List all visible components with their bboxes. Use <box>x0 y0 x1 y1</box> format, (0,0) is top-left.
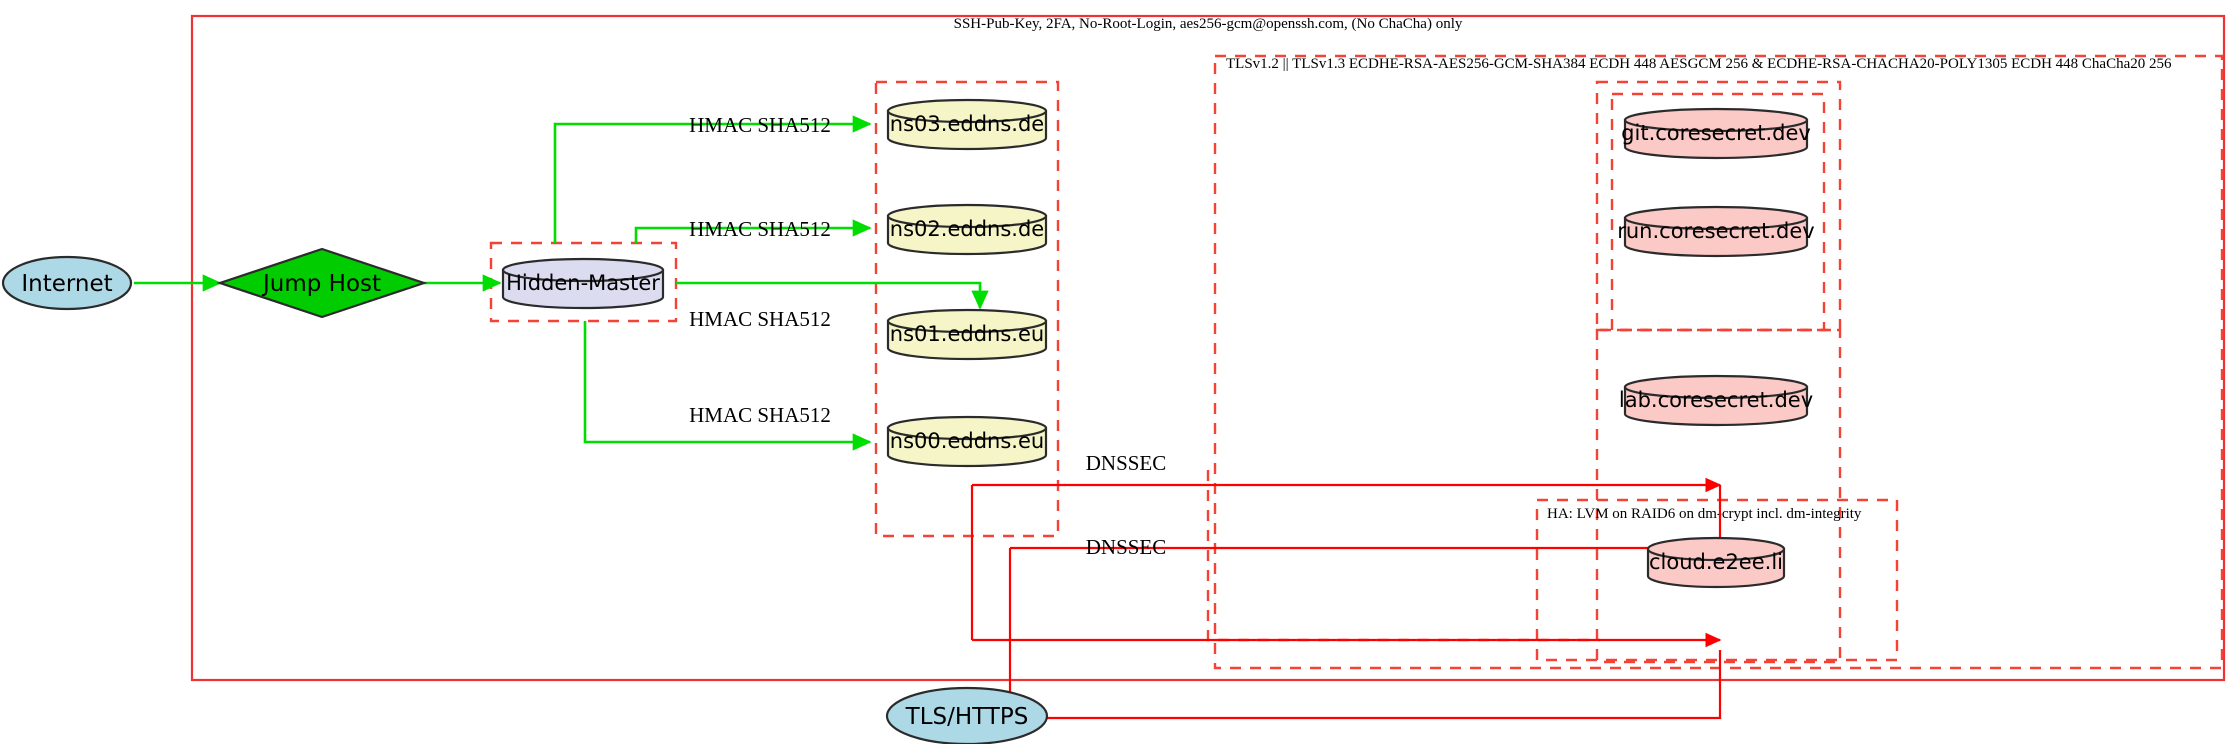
node-lab-coresecret[interactable]: lab.coresecret.dev <box>1619 374 1813 427</box>
edge-label-hmac-ns00: HMAC SHA512 <box>689 403 831 427</box>
ha-cluster-border <box>1535 498 1899 662</box>
run-cylinder-top <box>1623 205 1809 231</box>
jump-host-diamond <box>216 247 428 319</box>
edge-hiddenmaster-ns02 <box>634 219 872 243</box>
tls-cluster-label: TLSv1.2 || TLSv1.3 ECDHE-RSA-AES256-GCM-… <box>1226 56 2172 72</box>
cloud-label: cloud.e2ee.li <box>1649 550 1783 574</box>
dashed-guide-left <box>1206 470 1600 642</box>
node-ns00[interactable]: ns00.eddns.eu <box>886 415 1048 468</box>
node-ns01[interactable]: ns01.eddns.eu <box>886 308 1048 361</box>
lab-cylinder-top <box>1623 374 1809 400</box>
edge-label-hmac-ns03: HMAC SHA512 <box>689 113 831 137</box>
hidden-master-cylinder-top <box>501 257 665 283</box>
ns01-label: ns01.eddns.eu <box>890 322 1044 346</box>
tls-cluster-border <box>1213 54 2224 670</box>
dns-cluster-border <box>874 80 1060 538</box>
cloud-cylinder-top <box>1646 536 1786 562</box>
ns02-label: ns02.eddns.de <box>890 217 1044 241</box>
edge-label-hmac-ns02: HMAC SHA512 <box>689 217 831 241</box>
edge-hiddenmaster-ns03 <box>553 115 872 243</box>
edge-label-dnssec-upper: DNSSEC <box>1086 451 1167 475</box>
tls-https-label: TLS/HTTPS <box>905 704 1029 730</box>
ssh-cluster-label: SSH-Pub-Key, 2FA, No-Root-Login, aes256-… <box>954 16 1463 32</box>
coresecret-outer-cluster-border <box>1595 80 1842 332</box>
lab-cluster-border <box>1595 328 1842 664</box>
node-tls-https[interactable]: TLS/HTTPS <box>885 686 1049 744</box>
edge-hiddenmaster-ns00 <box>583 321 872 451</box>
jump-host-label: Jump Host <box>261 271 381 297</box>
node-hidden-master[interactable]: Hidden-Master <box>501 257 665 310</box>
ns00-label: ns00.eddns.eu <box>890 429 1044 453</box>
node-ns02[interactable]: ns02.eddns.de <box>886 203 1048 256</box>
edge-label-hmac-ns01: HMAC SHA512 <box>689 307 831 331</box>
git-cylinder-top <box>1623 107 1809 133</box>
coresecret-inner-cluster-border <box>1610 92 1826 332</box>
git-label: git.coresecret.dev <box>1621 121 1811 145</box>
edge-tlshttps-right <box>1035 650 1722 720</box>
node-jump-host[interactable]: Jump Host <box>216 247 428 319</box>
node-git-coresecret[interactable]: git.coresecret.dev <box>1621 107 1811 160</box>
node-run-coresecret[interactable]: run.coresecret.dev <box>1617 205 1815 258</box>
ns03-label: ns03.eddns.de <box>890 112 1044 136</box>
run-label: run.coresecret.dev <box>1617 219 1815 243</box>
edge-hiddenmaster-ns01 <box>676 281 989 310</box>
node-internet[interactable]: Internet <box>1 255 133 311</box>
ns03-cylinder-top <box>886 98 1048 124</box>
edge-label-dnssec-lower: DNSSEC <box>1086 535 1167 559</box>
ns00-cylinder-top <box>886 415 1048 441</box>
lab-label: lab.coresecret.dev <box>1619 388 1813 412</box>
node-cloud-e2ee[interactable]: cloud.e2ee.li <box>1646 536 1786 589</box>
ns02-cylinder-top <box>886 203 1048 229</box>
tls-https-ellipse <box>885 686 1049 744</box>
ssh-cluster-border <box>190 14 2226 682</box>
internet-ellipse <box>1 255 133 311</box>
internet-label: Internet <box>21 271 112 297</box>
hidden-master-label: Hidden-Master <box>506 271 660 295</box>
ha-cluster-label: HA: LVM on RAID6 on dm-crypt incl. dm-in… <box>1547 506 1862 522</box>
ns01-cylinder-top <box>886 308 1048 334</box>
node-ns03[interactable]: ns03.eddns.de <box>886 98 1048 151</box>
